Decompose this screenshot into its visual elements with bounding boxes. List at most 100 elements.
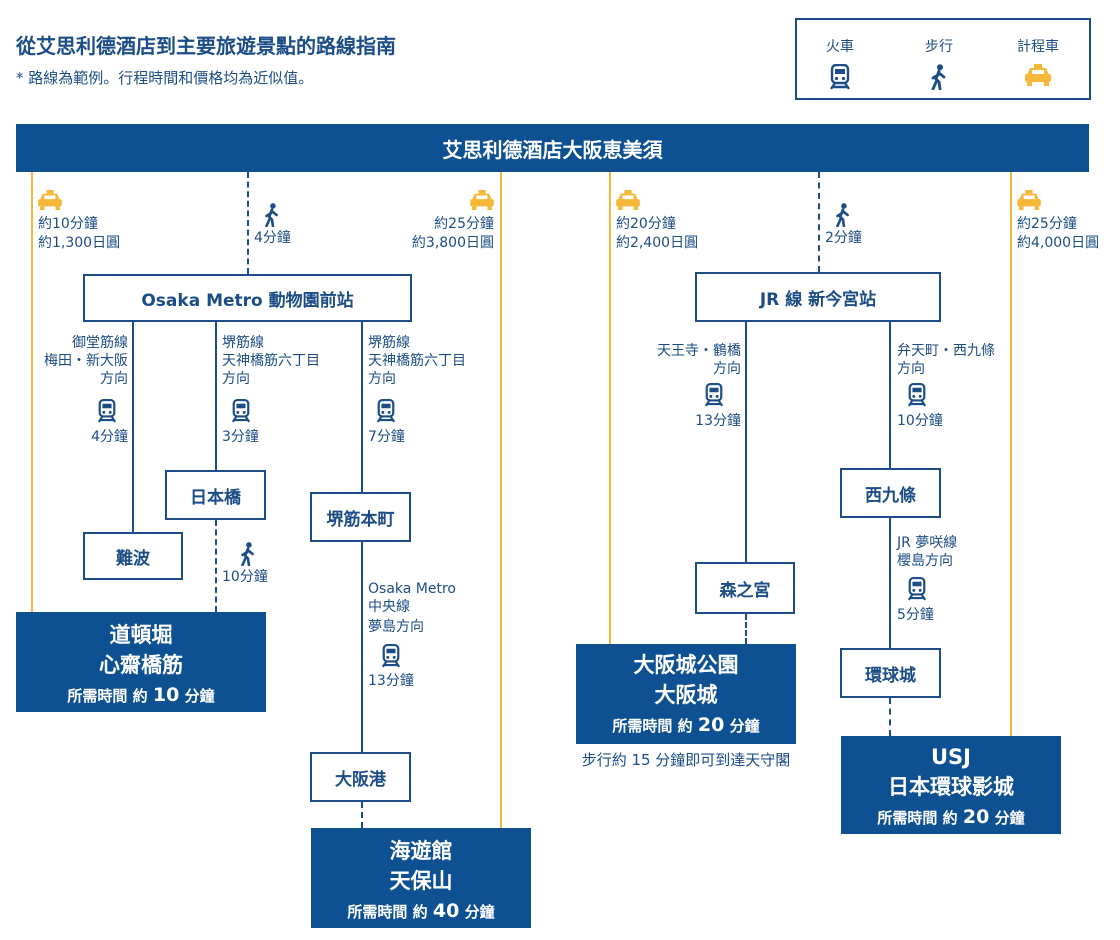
time-unit: 分鐘 (729, 717, 760, 735)
destination-dotonbori: 道頓堀 心齋橋筋 所需時間 約 10 分鐘 (16, 612, 266, 712)
time-prefix: 所需時間 約 (612, 717, 693, 735)
hotel-banner: 艾思利德酒店大阪恵美須 (16, 124, 1089, 172)
sakaisuji-b-direction: 天神橋筋六丁目 (368, 353, 466, 369)
taxi-icon (615, 190, 641, 210)
walk-line-universal-city (889, 698, 891, 736)
sakaisuji-b-line-name: 堺筋線 (368, 335, 410, 351)
loop-a-time: 13分鐘 (695, 413, 741, 429)
station-nippombashi: 日本橋 (165, 470, 266, 520)
taxi-usj-time: 約25分鐘 (1017, 216, 1077, 232)
walk-line-nippombashi (215, 520, 217, 612)
time-prefix: 所需時間 約 (347, 903, 428, 921)
line-sakaisuji-b (361, 322, 363, 492)
chuo-line-name: 中央線 (368, 599, 410, 615)
disclaimer-note: * 路線為範例。行程時間和價格均為近似值。 (16, 69, 314, 87)
loop-b-direction: 弁天町・西九條 (897, 343, 995, 359)
train-icon (231, 399, 251, 423)
sakaisuji-b-time: 7分鐘 (368, 429, 405, 445)
legend-train: 火車 (805, 36, 875, 90)
destination-subname: 日本環球影城 (888, 775, 1014, 799)
walk-line-morinomiya (745, 614, 747, 644)
destination-time: 所需時間 約 20 分鐘 (841, 806, 1061, 828)
taxi-line-usj (1010, 172, 1012, 736)
taxi-icon (1016, 190, 1042, 210)
legend-taxi-label: 計程車 (1017, 39, 1059, 55)
train-icon (376, 399, 396, 423)
yumesaki-time: 5分鐘 (897, 607, 934, 623)
midosuji-direction: 梅田・新大阪 (44, 353, 128, 369)
destination-time: 所需時間 約 20 分鐘 (576, 714, 796, 736)
line-loop-a (745, 322, 747, 562)
time-unit: 分鐘 (184, 687, 215, 705)
line-midosuji (132, 322, 134, 532)
legend-walk: 步行 (904, 36, 974, 90)
taxi-dotonbori-time: 約10分鐘 (38, 216, 98, 232)
station-sakaisuji-hommachi: 堺筋本町 (310, 492, 411, 542)
destination-name: 海遊館 (389, 839, 453, 863)
walk-line-shinimamiya (818, 172, 820, 272)
station-universal-city: 環球城 (840, 648, 941, 698)
loop-a-direction-suffix: 方向 (713, 361, 741, 377)
destination-subname: 心齋橋筋 (99, 653, 183, 677)
time-minutes: 10 (152, 684, 180, 706)
time-minutes: 20 (962, 806, 990, 828)
loop-b-direction-suffix: 方向 (897, 361, 925, 377)
chuo-direction: 夢島方向 (368, 619, 424, 635)
train-icon (704, 382, 724, 408)
taxi-line-dotonbori (31, 172, 33, 612)
time-prefix: 所需時間 約 (67, 687, 148, 705)
sakaisuji-b-direction-suffix: 方向 (368, 371, 396, 387)
walk-icon (930, 64, 948, 90)
walk-line-dobutsuen (247, 172, 249, 274)
yumesaki-line-name: JR 夢咲線 (897, 535, 958, 551)
destination-castle: 大阪城公園 大阪城 所需時間 約 20 分鐘 (576, 644, 796, 744)
castle-walk-note: 步行約 15 分鐘即可到達天守閣 (581, 751, 791, 769)
line-loop-b (889, 322, 891, 468)
destination-name: USJ (931, 745, 971, 769)
walk-line-osakako (361, 802, 363, 828)
train-icon (907, 382, 927, 408)
sakaisuji-a-direction: 天神橋筋六丁目 (222, 353, 320, 369)
train-icon (829, 64, 851, 90)
taxi-line-aquarium (500, 172, 502, 828)
sakaisuji-a-time: 3分鐘 (222, 429, 259, 445)
walk-shinimamiya-time: 2分鐘 (825, 230, 862, 246)
taxi-castle-time: 約20分鐘 (616, 216, 676, 232)
taxi-icon (1024, 64, 1052, 86)
time-minutes: 40 (432, 900, 460, 922)
midosuji-time: 4分鐘 (91, 429, 128, 445)
line-yumesaki (889, 518, 891, 648)
walk-dobutsuen-time: 4分鐘 (254, 230, 291, 246)
taxi-aquarium-time: 約25分鐘 (434, 216, 494, 232)
station-namba: 難波 (83, 532, 183, 580)
sakaisuji-a-direction-suffix: 方向 (222, 371, 250, 387)
destination-name: 道頓堀 (109, 623, 173, 647)
train-icon (381, 643, 401, 669)
time-unit: 分鐘 (994, 809, 1025, 827)
station-osakako: 大阪港 (310, 752, 411, 802)
destination-usj: USJ 日本環球影城 所需時間 約 20 分鐘 (841, 736, 1061, 834)
taxi-aquarium-price: 約3,800日圓 (411, 235, 494, 251)
destination-time: 所需時間 約 40 分鐘 (311, 900, 531, 922)
line-sakaisuji-a (215, 322, 217, 470)
destination-name: 大阪城公園 (633, 653, 739, 677)
taxi-dotonbori-price: 約1,300日圓 (38, 235, 121, 251)
midosuji-line-name: 御堂筋線 (72, 335, 128, 351)
midosuji-direction-suffix: 方向 (100, 371, 128, 387)
destination-subname: 大阪城 (654, 683, 718, 707)
chuo-line-operator: Osaka Metro (368, 581, 456, 597)
train-icon (907, 576, 927, 602)
taxi-line-castle (609, 172, 611, 644)
loop-a-direction: 天王寺・鶴橋 (657, 343, 741, 359)
legend-walk-label: 步行 (925, 39, 953, 55)
train-icon (97, 399, 117, 423)
taxi-usj-price: 約4,000日圓 (1017, 235, 1100, 251)
line-chuo (361, 542, 363, 752)
station-nishikujo: 西九條 (840, 468, 941, 518)
station-dobutsuen: Osaka Metro 動物園前站 (83, 274, 412, 322)
legend-taxi: 計程車 (1003, 36, 1073, 86)
sakaisuji-a-line-name: 堺筋線 (222, 335, 264, 351)
taxi-icon (469, 190, 495, 210)
station-shinimamiya: JR 線 新今宮站 (695, 272, 941, 322)
legend: 火車 步行 計程車 (795, 18, 1091, 100)
